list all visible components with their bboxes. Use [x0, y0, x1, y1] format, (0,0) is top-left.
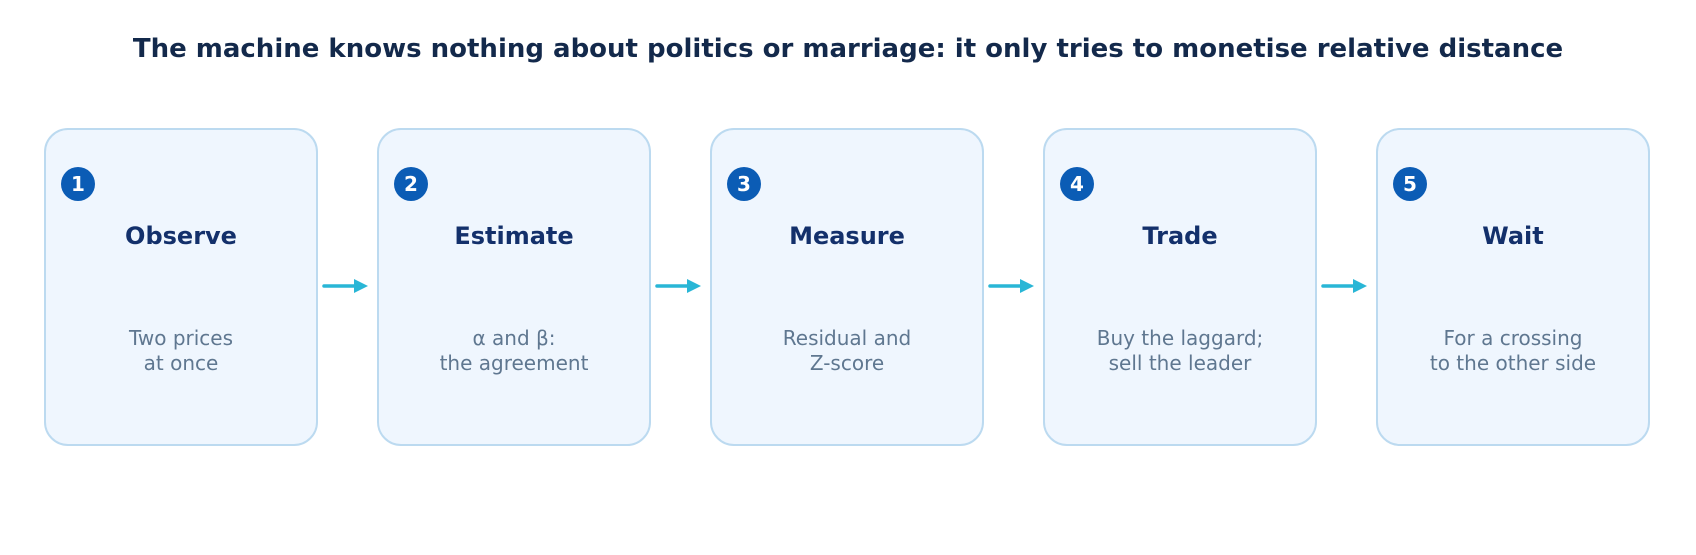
step-description: Two prices at once [128, 326, 234, 375]
arrow-right-icon [322, 279, 368, 293]
step-card-estimate: 2 Estimate α and β: the agreement [377, 128, 651, 446]
step-number-badge: 2 [394, 167, 428, 201]
step-title: Wait [1482, 222, 1544, 250]
step-title: Observe [125, 222, 237, 250]
step-card-trade: 4 Trade Buy the laggard; sell the leader [1043, 128, 1317, 446]
step-title: Estimate [454, 222, 574, 250]
step-title: Trade [1142, 222, 1218, 250]
arrow-right-icon [988, 279, 1034, 293]
arrow-right-icon [655, 279, 701, 293]
step-number-badge: 4 [1060, 167, 1094, 201]
step-card-observe: 1 Observe Two prices at once [44, 128, 318, 446]
arrow-right-icon [1321, 279, 1367, 293]
step-number-badge: 5 [1393, 167, 1427, 201]
step-number-badge: 1 [61, 167, 95, 201]
step-description: For a crossing to the other side [1429, 326, 1597, 375]
step-card-measure: 3 Measure Residual and Z-score [710, 128, 984, 446]
step-number-badge: 3 [727, 167, 761, 201]
step-description: Buy the laggard; sell the leader [1096, 326, 1264, 375]
step-card-wait: 5 Wait For a crossing to the other side [1376, 128, 1650, 446]
step-title: Measure [789, 222, 905, 250]
step-description: α and β: the agreement [439, 326, 589, 375]
diagram-title: The machine knows nothing about politics… [132, 34, 1564, 64]
step-description: Residual and Z-score [782, 326, 912, 375]
